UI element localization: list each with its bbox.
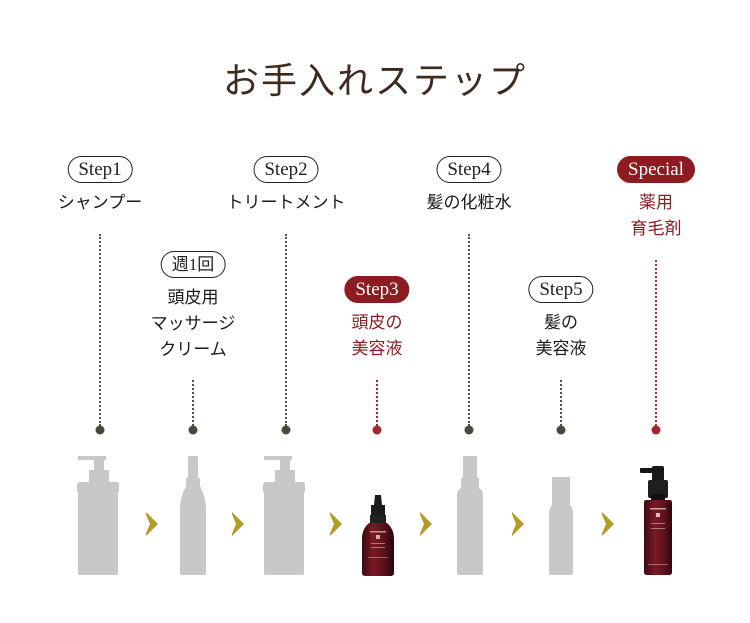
connector-line (285, 234, 287, 426)
step-badge: Step5 (528, 276, 594, 303)
step-badge: Step3 (344, 276, 410, 303)
step-badge: 週1回 (160, 251, 226, 278)
step-label: シャンプー (57, 193, 143, 213)
chevron-right-icon (231, 512, 244, 536)
step-weekly: 週1回 頭皮用 マッサージ クリーム (150, 251, 236, 363)
connector-dot-icon (281, 425, 291, 435)
connector-line (468, 234, 470, 426)
step-label: トリートメント (226, 193, 346, 213)
hair-lotion-bottle-icon (457, 456, 483, 575)
hair-tonic-bottle-icon (640, 466, 672, 575)
connector-line (99, 234, 101, 426)
step-label: 頭皮の 美容液 (351, 313, 403, 359)
treatment-bottle-icon (263, 456, 305, 575)
step-badge: Step1 (67, 156, 133, 183)
chevron-right-icon (601, 512, 614, 536)
step-1: Step1 シャンプー (57, 156, 143, 216)
step-label: 髪の 美容液 (535, 313, 587, 359)
chevron-right-icon (419, 512, 432, 536)
step-badge: Step2 (253, 156, 319, 183)
connector-line (655, 260, 657, 426)
step-special: Special 薬用 育毛剤 (617, 156, 695, 242)
step-label: 薬用 育毛剤 (630, 193, 682, 239)
connector-dot-icon (464, 425, 474, 435)
connector-line (560, 380, 562, 426)
connector-dot-icon (95, 425, 105, 435)
step-label: 頭皮用 マッサージ クリーム (150, 288, 236, 360)
step-4: Step4 髪の化粧水 (427, 156, 512, 216)
step-badge: Special (617, 156, 695, 183)
connector-dot-icon (372, 425, 382, 435)
hair-serum-bottle-icon (549, 477, 573, 575)
step-3: Step3 頭皮の 美容液 (344, 276, 410, 362)
scalp-serum-bottle-icon (362, 495, 394, 576)
step-5: Step5 髪の 美容液 (528, 276, 594, 362)
chevron-right-icon (329, 512, 342, 536)
connector-dot-icon (188, 425, 198, 435)
chevron-right-icon (511, 512, 524, 536)
connector-dot-icon (556, 425, 566, 435)
step-2: Step2 トリートメント (227, 156, 346, 216)
connector-line (376, 380, 378, 426)
step-badge: Step4 (436, 156, 502, 183)
shampoo-bottle-icon (77, 456, 119, 575)
connector-line (192, 380, 194, 426)
page-title: お手入れステップ (222, 61, 527, 102)
chevron-right-icon (145, 512, 158, 536)
step-label: 髪の化粧水 (426, 193, 512, 213)
massage-cream-bottle-icon (180, 456, 206, 575)
connector-dot-icon (651, 425, 661, 435)
